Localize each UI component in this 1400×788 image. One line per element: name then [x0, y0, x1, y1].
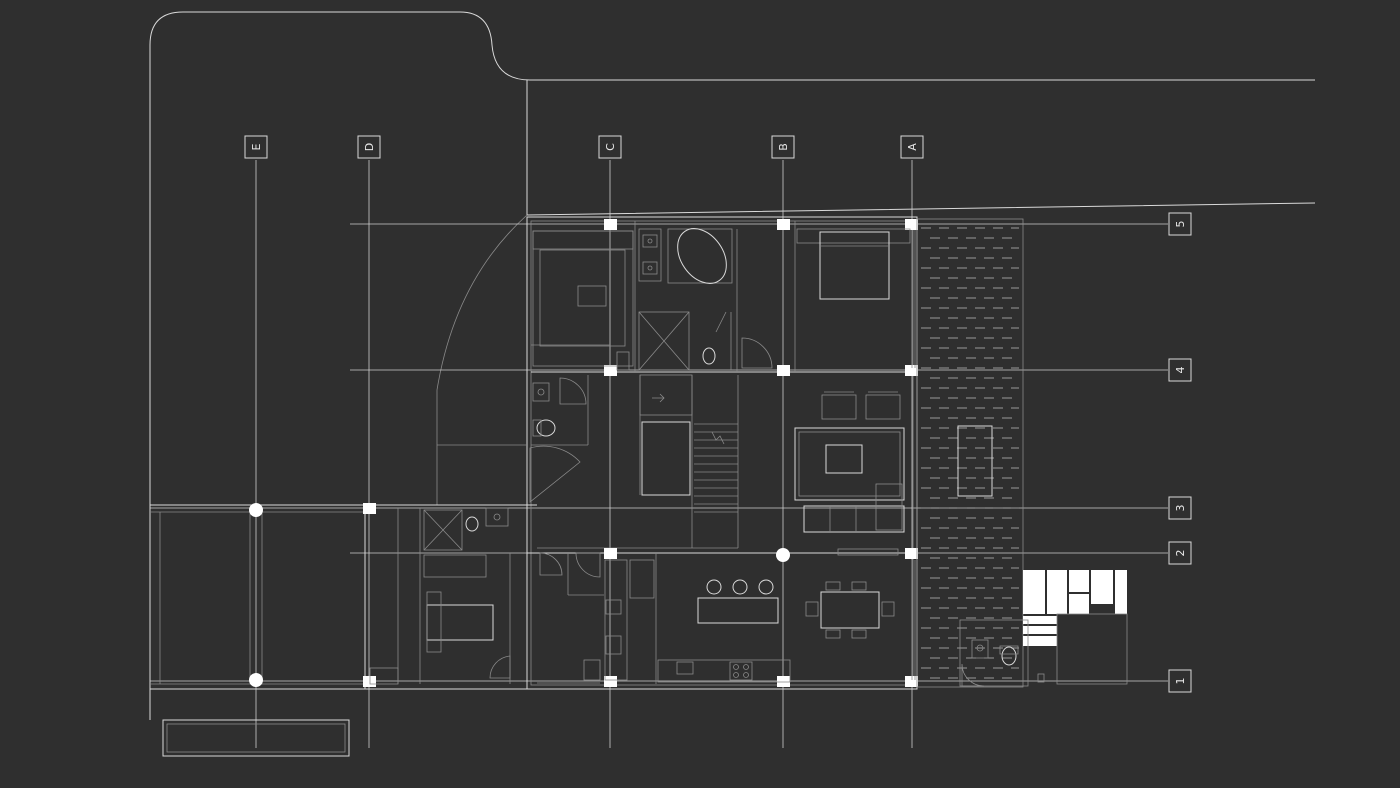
kitchen-dining [583, 559, 916, 683]
living-room-furniture [794, 391, 905, 556]
grid-bubble-3: 3 [1168, 496, 1192, 520]
building-walls [150, 216, 918, 690]
grid-bubble-2: 2 [1168, 541, 1192, 565]
svg-text:5: 5 [1174, 221, 1187, 228]
bedroom-lower-furniture [369, 507, 601, 685]
column-c5 [604, 219, 617, 230]
column-c1 [604, 676, 617, 687]
powder-room-fixtures [529, 377, 587, 503]
grid-bubble-e: E [244, 135, 268, 159]
svg-text:C: C [604, 143, 617, 151]
column-e3 [249, 503, 263, 517]
grid-bubbles-rows: 5 4 3 2 1 [1168, 212, 1192, 693]
column-a5 [905, 219, 918, 230]
structural-columns [249, 219, 918, 687]
deck [916, 218, 1024, 688]
grid-bubbles-columns: E D C B A [244, 135, 924, 159]
column-c2 [604, 548, 617, 559]
column-b1 [777, 676, 790, 687]
bedroom-left-furniture [532, 230, 634, 371]
column-d1 [363, 676, 376, 687]
grid-bubble-c: C [598, 135, 622, 159]
column-b5 [777, 219, 790, 230]
svg-text:1: 1 [1174, 678, 1187, 685]
bathroom-top-fixtures [638, 228, 773, 371]
column-c4 [604, 365, 617, 376]
column-b2 [776, 548, 790, 562]
column-a4 [905, 365, 918, 376]
svg-text:A: A [906, 143, 919, 151]
column-e1 [249, 673, 263, 687]
bedroom-right-furniture [796, 228, 916, 368]
svg-text:3: 3 [1174, 505, 1187, 512]
grid-bubble-4: 4 [1168, 358, 1192, 382]
svg-text:2: 2 [1174, 550, 1187, 557]
column-a2 [905, 548, 918, 559]
svg-text:E: E [250, 143, 263, 150]
grid-bubble-d: D [357, 135, 381, 159]
svg-text:D: D [363, 143, 376, 151]
column-b4 [777, 365, 790, 376]
grid-bubble-b: B [771, 135, 795, 159]
interior-partitions [397, 221, 796, 684]
column-d3 [363, 503, 376, 514]
grid-bubble-a: A [900, 135, 924, 159]
site-outline [149, 11, 1316, 720]
grid-bubble-1: 1 [1168, 669, 1192, 693]
planter-box [162, 719, 350, 757]
svg-text:B: B [777, 143, 790, 151]
column-a1 [905, 676, 918, 687]
svg-text:4: 4 [1174, 367, 1187, 374]
lower-right-annex [959, 570, 1128, 687]
grid-bubble-5: 5 [1168, 212, 1192, 236]
stair [639, 374, 738, 513]
